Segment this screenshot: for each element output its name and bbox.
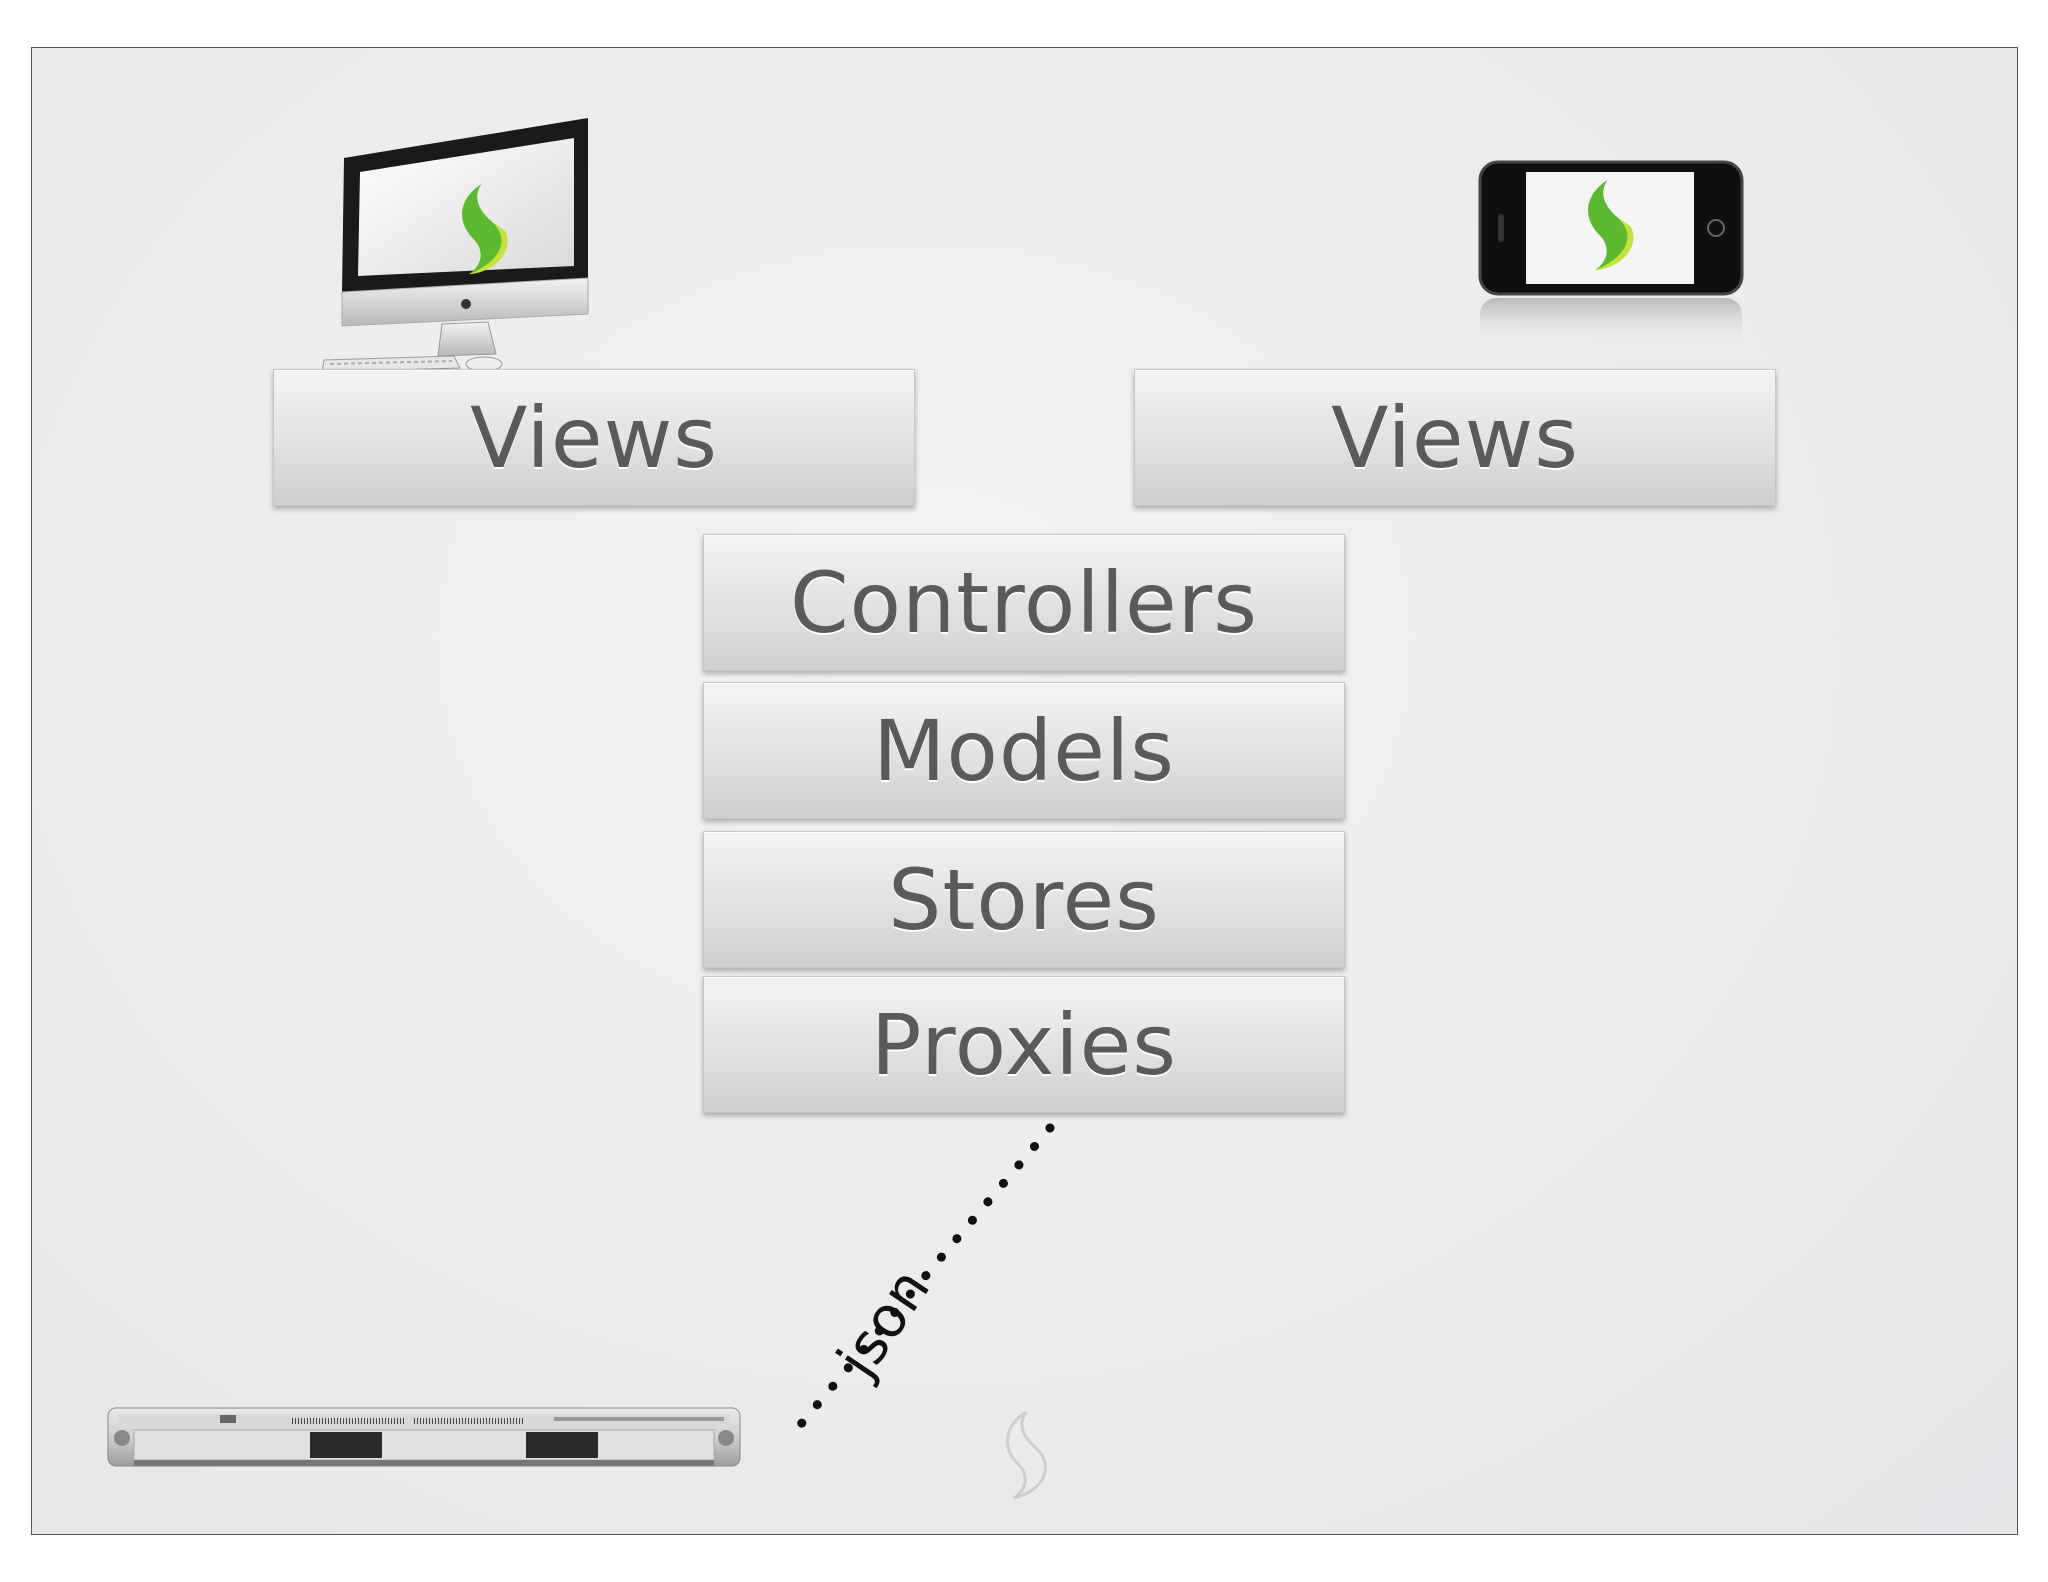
controllers-label: Controllers (790, 553, 1258, 652)
views-box-left: Views (273, 369, 915, 506)
views-label-right: Views (1330, 388, 1580, 487)
stores-label: Stores (888, 850, 1160, 949)
desktop-computer-icon (321, 118, 589, 373)
proxies-label: Proxies (870, 995, 1178, 1094)
views-box-right: Views (1134, 369, 1776, 506)
sencha-logo-icon (1006, 1410, 1047, 1500)
stores-box: Stores (703, 831, 1345, 968)
rack-server-icon (107, 1407, 741, 1467)
models-box: Models (703, 682, 1345, 819)
models-label: Models (873, 701, 1175, 800)
views-label-left: Views (469, 388, 719, 487)
slide: Views Views Controllers Models Stores Pr… (31, 47, 2018, 1535)
controllers-box: Controllers (703, 534, 1345, 671)
dotted-connector (791, 1123, 1055, 1435)
proxies-box: Proxies (703, 976, 1345, 1113)
smartphone-icon (1478, 160, 1744, 348)
